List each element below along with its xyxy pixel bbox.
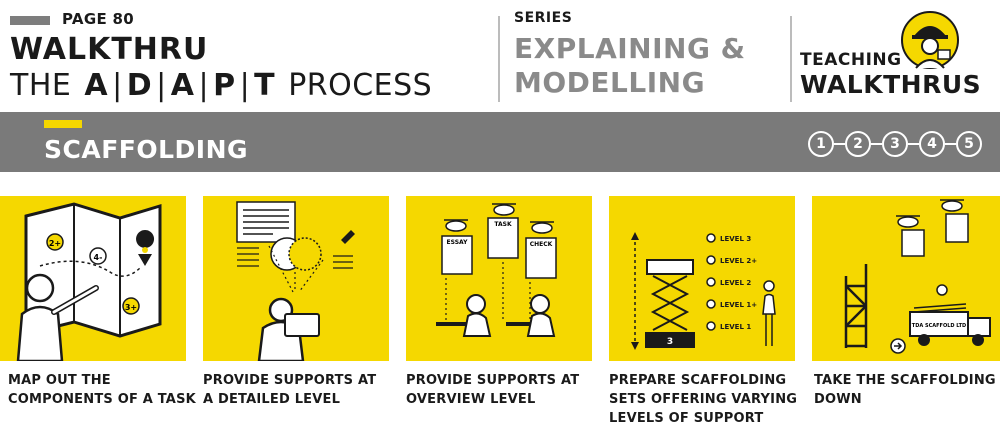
caption-line: PREPARE SCAFFOLDING <box>609 373 787 388</box>
caption-line: OVERVIEW LEVEL <box>406 392 536 407</box>
caption-line: TAKE THE SCAFFOLDING <box>814 373 996 388</box>
overview-supports-illustration-icon: ESSAY TASK CHECK <box>436 203 557 337</box>
brand-teaching: TEACHING <box>800 50 902 70</box>
series-name-line: MODELLING <box>514 66 706 99</box>
step-3[interactable]: 3 <box>882 131 908 157</box>
adapt-letter: T <box>254 68 276 103</box>
caption-map-components: MAP OUT THE COMPONENTS OF A TASK <box>8 371 196 409</box>
adapt-letter: A <box>170 68 195 103</box>
banner-accent-bar <box>44 120 82 128</box>
brand-walkthrus: WALKTHRUS <box>800 70 982 99</box>
doc-label: ESSAY <box>447 239 469 246</box>
step-5[interactable]: 5 <box>956 131 982 157</box>
panel-remove-scaffolding: TDA SCAFFOLD LTD <box>812 196 1000 361</box>
caption-line: PROVIDE SUPPORTS AT <box>406 373 580 388</box>
panel-detailed-supports <box>203 196 389 361</box>
series-name-line: EXPLAINING & <box>514 32 746 65</box>
adapt-letter: D <box>126 68 153 103</box>
mascot-logo-icon <box>901 11 959 69</box>
lift-label: 3 <box>667 337 673 347</box>
caption-remove-scaffolding: TAKE THE SCAFFOLDING DOWN <box>814 371 996 409</box>
panel-overview-supports: ESSAY TASK CHECK <box>406 196 592 361</box>
adapt-letter: P <box>213 68 236 103</box>
map-badge-label: 3+ <box>125 303 137 312</box>
step-connector <box>908 143 919 145</box>
map-badge-label: 2+ <box>49 239 61 248</box>
walkthru-title: WALKTHRU <box>10 32 209 67</box>
adapt-acronym: A|D|A|P|T <box>81 68 278 103</box>
header-divider <box>790 16 792 102</box>
step-4[interactable]: 4 <box>919 131 945 157</box>
step-2[interactable]: 2 <box>845 131 871 157</box>
map-illustration-icon: 2+ 4- 3+ <box>16 202 162 361</box>
scaffold-truck-illustration-icon: TDA SCAFFOLD LTD <box>844 199 991 354</box>
level-label: LEVEL 3 <box>720 235 751 243</box>
level-label: LEVEL 1+ <box>720 301 757 309</box>
caption-detailed-supports: PROVIDE SUPPORTS AT A DETAILED LEVEL <box>203 371 376 409</box>
step-indicator: 1 2 3 4 5 <box>808 131 982 157</box>
truck-label: TDA SCAFFOLD LTD <box>912 323 966 329</box>
panel-map-components: 2+ 4- 3+ <box>0 196 186 361</box>
caption-line: LEVELS OF SUPPORT <box>609 411 764 426</box>
series-name: EXPLAINING & MODELLING <box>514 32 746 100</box>
adapt-letter: A <box>84 68 109 103</box>
panel-scaffolding-sets: 3 LEVEL 3 LEVEL 2+ LEVEL 2 LEVEL 1+ LEVE… <box>609 196 795 361</box>
level-label: LEVEL 1 <box>720 323 751 331</box>
process-suffix: PROCESS <box>288 68 433 103</box>
caption-scaffolding-sets: PREPARE SCAFFOLDING SETS OFFERING VARYIN… <box>609 371 797 428</box>
header-divider <box>498 16 500 102</box>
process-title: THE A|D|A|P|T PROCESS <box>10 68 432 103</box>
caption-line: DOWN <box>814 392 862 407</box>
section-title: SCAFFOLDING <box>44 135 249 164</box>
process-prefix: THE <box>10 68 72 103</box>
step-connector <box>871 143 882 145</box>
caption-line: SETS OFFERING VARYING <box>609 392 798 407</box>
detailed-supports-illustration-icon <box>236 201 355 361</box>
caption-line: COMPONENTS OF A TASK <box>8 392 196 407</box>
doc-label: CHECK <box>530 241 553 248</box>
step-1[interactable]: 1 <box>808 131 834 157</box>
level-label: LEVEL 2 <box>720 279 751 287</box>
series-label: SERIES <box>514 10 573 26</box>
doc-label: TASK <box>494 221 512 228</box>
caption-line: A DETAILED LEVEL <box>203 392 341 407</box>
step-connector <box>945 143 956 145</box>
caption-overview-supports: PROVIDE SUPPORTS AT OVERVIEW LEVEL <box>406 371 579 409</box>
caption-line: MAP OUT THE <box>8 373 111 388</box>
step-connector <box>834 143 845 145</box>
scissor-lift-illustration-icon: 3 LEVEL 3 LEVEL 2+ LEVEL 2 LEVEL 1+ LEVE… <box>631 232 776 350</box>
map-badge-label: 4- <box>94 253 103 262</box>
caption-line: PROVIDE SUPPORTS AT <box>203 373 377 388</box>
level-label: LEVEL 2+ <box>720 257 757 265</box>
page-marker-bar <box>10 16 50 25</box>
header: PAGE 80 WALKTHRU THE A|D|A|P|T PROCESS S… <box>0 0 1000 112</box>
page-label: PAGE 80 <box>62 10 134 28</box>
